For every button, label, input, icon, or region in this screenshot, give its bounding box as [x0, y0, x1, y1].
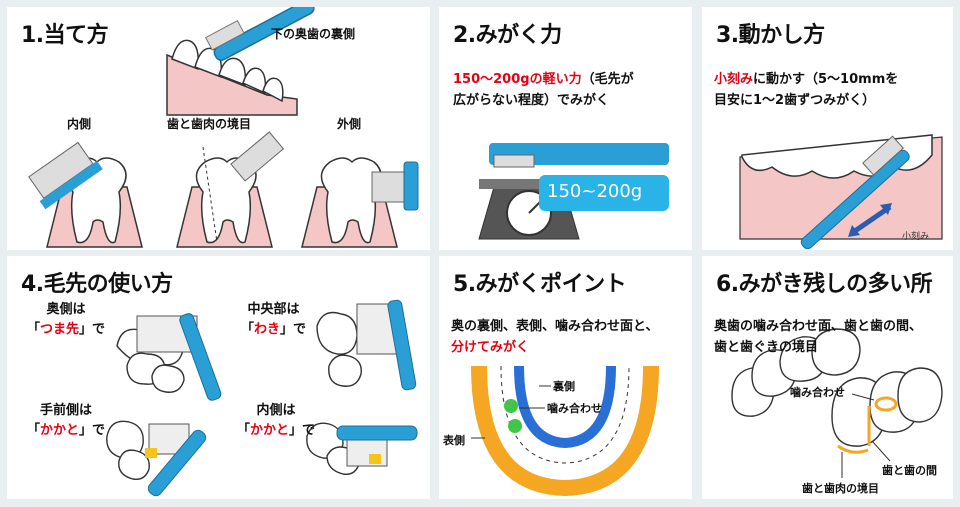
toothbrush: [204, 7, 315, 61]
tooth: [328, 354, 362, 387]
motion-small-label: 小刻み: [902, 232, 930, 242]
teeth-divider: [500, 365, 630, 464]
tip-heel-inner-line1: 内側は: [256, 403, 296, 418]
weight-badge: [539, 175, 669, 211]
outer-arch-band: [471, 365, 659, 497]
arrow-head: [848, 225, 860, 237]
bracket-close: 」で: [280, 322, 307, 337]
panel-3-motion: 3.動かし方 小刻みに動かす（5～10mmを 目安に1～2歯ずつみがく） 小刻み: [702, 7, 953, 250]
motion-illustration: [739, 134, 943, 250]
scale-illustration: [478, 143, 669, 240]
tip-heel-front: 手前側は 「かかと」で: [27, 401, 105, 441]
panel-1-title: 1.当て方: [21, 23, 109, 48]
tip-toe: 奥側は 「つま先」で: [27, 300, 105, 340]
bracket-open: 「: [237, 423, 251, 438]
tooth: [811, 328, 861, 376]
missed-text: 奥歯の噛み合わせ面、歯と歯の間、 歯と歯ぐきの境目: [714, 316, 922, 358]
panel-3-title: 3.動かし方: [716, 23, 825, 48]
tip-side: 中央部は 「わき」で: [241, 300, 306, 340]
toothbrush: [800, 135, 910, 250]
missed-line2: 歯と歯ぐきの境目: [714, 340, 819, 355]
label-border: 歯と歯肉の境目: [167, 117, 252, 131]
tip-heel-front-line1: 手前側は: [40, 403, 93, 418]
tooth-outer: [301, 157, 419, 248]
tip-toe-red: つま先: [40, 322, 80, 337]
tip-heel-front-red: かかと: [40, 423, 80, 438]
points-text: 奥の裏側、表側、噛み合わせ面と、 分けてみがく: [451, 316, 658, 358]
weight-label: 150~200g: [547, 181, 643, 202]
pressure-rest: （毛先が: [581, 72, 634, 87]
pressure-red: 150～200gの軽い力: [453, 72, 582, 87]
motion-text: 小刻みに動かす（5～10mmを 目安に1～2歯ずつみがく）: [714, 69, 898, 111]
missed-line1: 奥歯の噛み合わせ面、歯と歯の間、: [714, 319, 923, 334]
panel-5-points: 5.みがくポイント 奥の裏側、表側、噛み合わせ面と、 分けてみがく 裏側 噛み合…: [439, 256, 692, 499]
panel-1-placement: 1.当て方 下の奥歯の裏側 内側 歯と歯肉の境目 外側: [7, 7, 430, 250]
bristle-illustration: [106, 299, 418, 497]
tooth-inner: [28, 141, 143, 248]
panel-6-missed-areas: 6.みがき残しの多い所 奥歯の噛み合わせ面、歯と歯の間、 歯と歯ぐきの境目 噛み…: [702, 256, 953, 499]
scale-plate: [479, 179, 579, 189]
pressure-line2: 広がらない程度）でみがく: [453, 93, 610, 108]
brush-side: [356, 299, 417, 391]
inner-arch-band: [514, 365, 616, 449]
missed-illustration: [731, 328, 943, 478]
gum-highlight: [837, 444, 869, 454]
tip-side-line1: 中央部は: [247, 302, 300, 317]
pressure-text: 150～200gの軽い力（毛先が 広がらない程度）でみがく: [453, 69, 634, 111]
tip-heel-inner-red: かかと: [250, 423, 290, 438]
tooth: [151, 364, 185, 393]
panel-2-title: 2.みがく力: [453, 23, 562, 48]
brush-bristles: [493, 154, 535, 168]
points-line1: 奥の裏側、表側、噛み合わせ面と、: [451, 319, 659, 334]
label-gum: 歯と歯肉の境目: [802, 482, 879, 495]
label-between: 歯と歯の間: [882, 464, 937, 477]
motion-line2: 目安に1～2歯ずつみがく）: [714, 93, 876, 108]
tip-toe-line1: 奥側は: [46, 302, 86, 317]
label-front: 表側: [443, 434, 465, 447]
bite-marker: [508, 419, 522, 433]
leader-line: [871, 440, 891, 462]
bite-highlight: [874, 396, 898, 412]
bite-marker: [504, 399, 518, 413]
bracket-open: 「: [27, 322, 41, 337]
panel-4-title: 4.毛先の使い方: [21, 272, 173, 297]
tooth-border: [176, 131, 285, 248]
motion-arrow: [850, 204, 892, 236]
brush-toe: [136, 313, 222, 401]
bracket-open: 「: [27, 423, 41, 438]
tip-heel-inner: 内側は 「かかと」で: [237, 401, 315, 441]
label-back: 裏側: [553, 380, 575, 393]
tooth: [262, 77, 284, 103]
label-inner: 内側: [67, 117, 92, 131]
tooth: [118, 449, 150, 480]
arch-illustration: [471, 365, 659, 497]
tooth: [316, 311, 358, 355]
tooth: [897, 367, 943, 423]
label-outer: 外側: [337, 117, 362, 131]
brush-heel-front: [145, 423, 207, 497]
tooth: [106, 420, 144, 460]
leader-line: [851, 393, 875, 401]
panel-6-title: 6.みがき残しの多い所: [716, 272, 933, 297]
label-bite: 噛み合わせ: [790, 386, 845, 399]
motion-rest: に動かす（5～10mmを: [753, 72, 899, 87]
bracket-open: 「: [241, 322, 255, 337]
bracket-close: 」で: [79, 423, 106, 438]
bracket-close: 」で: [289, 423, 316, 438]
points-line2: 分けてみがく: [451, 340, 530, 355]
placement-illustration: [28, 7, 419, 248]
panel-5-title: 5.みがくポイント: [453, 272, 627, 297]
label-bite: 噛み合わせ: [547, 402, 602, 415]
brush-heel-inner: [336, 425, 418, 467]
panel-4-bristle-use: 4.毛先の使い方 奥側は 「つま先」で 中央部は 「わき」で 手前側は 「かかと…: [7, 256, 430, 499]
motion-red: 小刻み: [714, 72, 754, 87]
bracket-close: 」で: [79, 322, 106, 337]
label-back-inner: 下の奥歯の裏側: [271, 27, 356, 41]
panel-2-pressure: 2.みがく力 150～200gの軽い力（毛先が 広がらない程度）でみがく 150…: [439, 7, 692, 250]
arrow-head: [880, 203, 892, 215]
tip-side-red: わき: [254, 322, 281, 337]
